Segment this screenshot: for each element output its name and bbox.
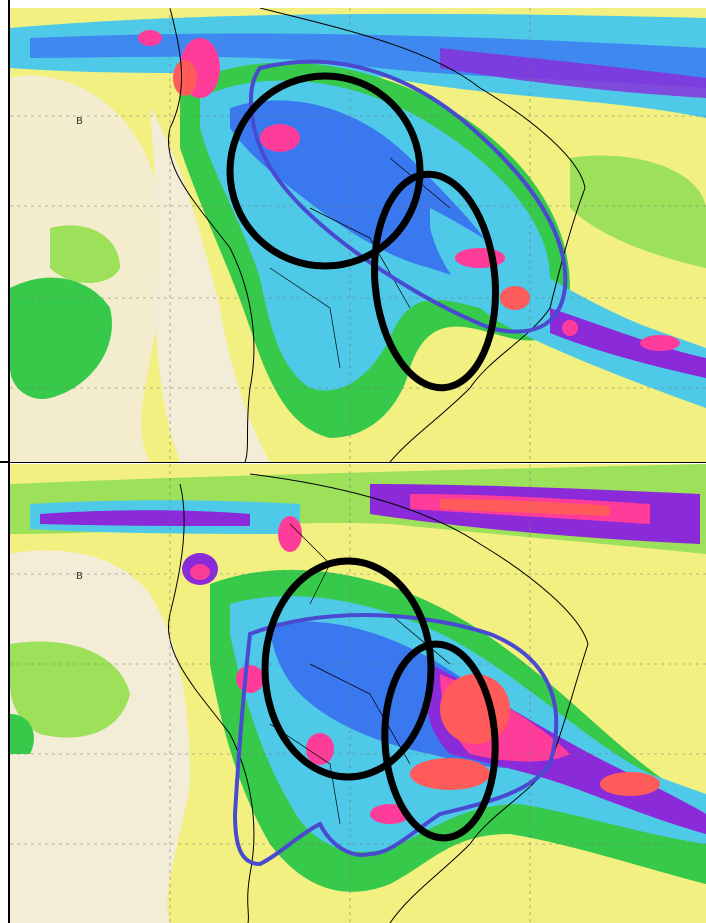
top-east-green xyxy=(570,155,706,268)
top-peak-atlantic xyxy=(640,335,680,351)
top-graticule xyxy=(10,8,706,462)
map-panel-bottom: B xyxy=(10,464,706,923)
bottom-coastline-east xyxy=(249,473,589,923)
bottom-west-green xyxy=(10,714,34,754)
bottom-peak-core xyxy=(440,674,510,744)
bottom-peak-andes xyxy=(236,665,264,693)
bottom-spot-north-central xyxy=(278,516,302,552)
bottom-peak-south xyxy=(410,758,490,790)
map-top-svg: B xyxy=(10,8,706,462)
bottom-peak-central-west xyxy=(306,733,334,765)
bottom-borders xyxy=(269,523,451,825)
bottom-ellipse-northwest xyxy=(261,557,435,781)
map-bottom-svg: B xyxy=(10,464,706,923)
bottom-panel-label: B xyxy=(76,571,83,582)
top-northern-purple xyxy=(440,48,706,98)
bottom-peak-atlantic xyxy=(600,772,660,796)
top-panel-label: B xyxy=(76,116,83,127)
top-coastline-east xyxy=(259,8,586,462)
bottom-coastline-west xyxy=(168,483,255,923)
top-green-patch-west xyxy=(10,277,112,399)
bottom-region-outline xyxy=(232,613,559,867)
map-panel-top: B xyxy=(10,8,706,462)
top-peak-amazon-west xyxy=(260,124,300,152)
top-sacz-core xyxy=(550,308,706,378)
top-peak-central xyxy=(455,248,505,268)
bottom-west-lightgreen xyxy=(10,641,130,738)
top-peak-offshore xyxy=(562,320,578,336)
top-peak-andes-core xyxy=(173,60,197,96)
top-coastline-west xyxy=(168,8,255,462)
top-lightgreen-patch xyxy=(50,225,120,283)
panel-divider xyxy=(0,461,706,463)
top-ellipse-southeast xyxy=(371,170,499,392)
top-ellipse-northwest xyxy=(226,72,424,270)
bottom-ellipse-southeast xyxy=(381,640,499,842)
bottom-spot-magenta xyxy=(190,564,210,580)
top-region-outline xyxy=(248,59,568,334)
bottom-north-east-peak xyxy=(440,499,610,516)
top-coastal-dry-zone xyxy=(150,108,270,462)
bottom-north-purple xyxy=(40,510,250,526)
top-peak-northwest xyxy=(138,30,162,46)
